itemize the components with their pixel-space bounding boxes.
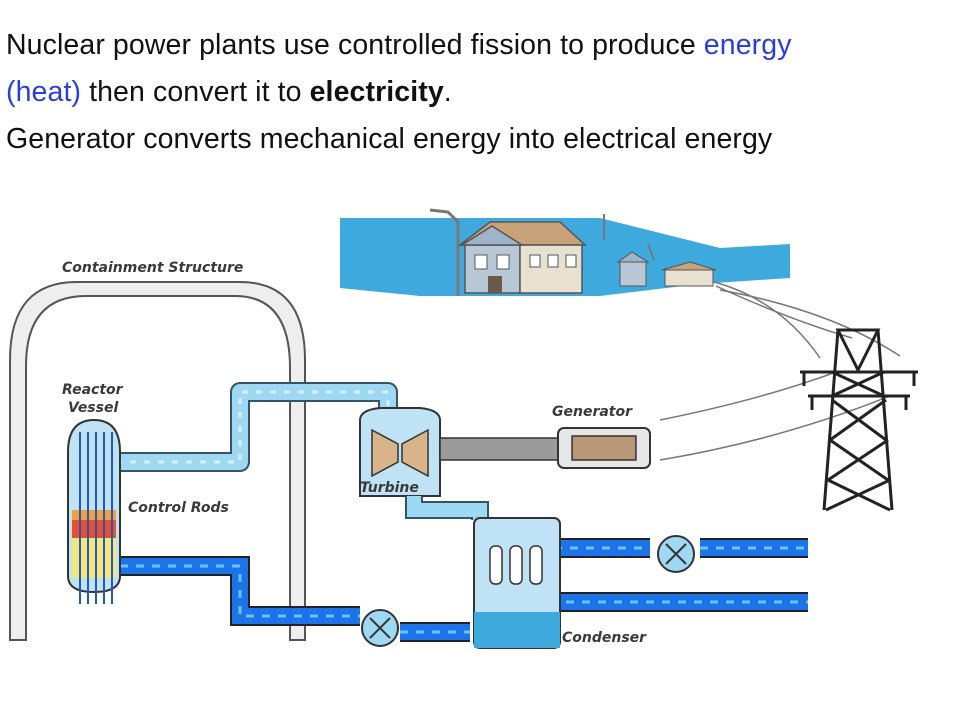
power-lines	[659, 281, 901, 461]
nuclear-plant-diagram: Containment Structure Reactor Vessel	[9, 208, 918, 649]
caption-line-3: Generator converts mechanical energy int…	[6, 123, 773, 155]
caption-line-1: Nuclear power plants use controlled fiss…	[6, 29, 792, 61]
primary-loop-pipes	[102, 382, 398, 472]
turbine: Turbine	[359, 407, 441, 497]
containment-label: Containment Structure	[62, 260, 243, 276]
heat-highlight: (heat)	[6, 76, 82, 108]
control-rods-label: Control Rods	[128, 500, 229, 516]
condenser: Condenser	[405, 496, 647, 649]
small-house-icon	[616, 251, 717, 287]
generator-label: Generator	[552, 404, 633, 420]
reactor-label-line-1: Reactor	[62, 382, 124, 398]
energy-highlight: energy	[703, 29, 792, 61]
condenser-label: Condenser	[562, 630, 647, 646]
secondary-loop-pipes	[120, 538, 808, 642]
containment-structure: Containment Structure	[9, 260, 306, 641]
pump-icon	[361, 609, 399, 647]
caption-line-2: (heat) then convert it to electricity.	[6, 76, 452, 108]
cooling-pump-icon	[657, 535, 695, 573]
electricity-bold: electricity	[309, 76, 444, 108]
turbine-label: Turbine	[360, 480, 419, 496]
reactor-vessel: Reactor Vessel Control Rods	[62, 382, 229, 604]
generator: Generator	[439, 404, 651, 469]
transmission-tower-icon	[800, 328, 918, 512]
house-icon	[457, 221, 587, 294]
reactor-label-line-2: Vessel	[68, 400, 118, 416]
town-scene	[340, 208, 790, 296]
caption: Nuclear power plants use controlled fiss…	[6, 22, 956, 163]
